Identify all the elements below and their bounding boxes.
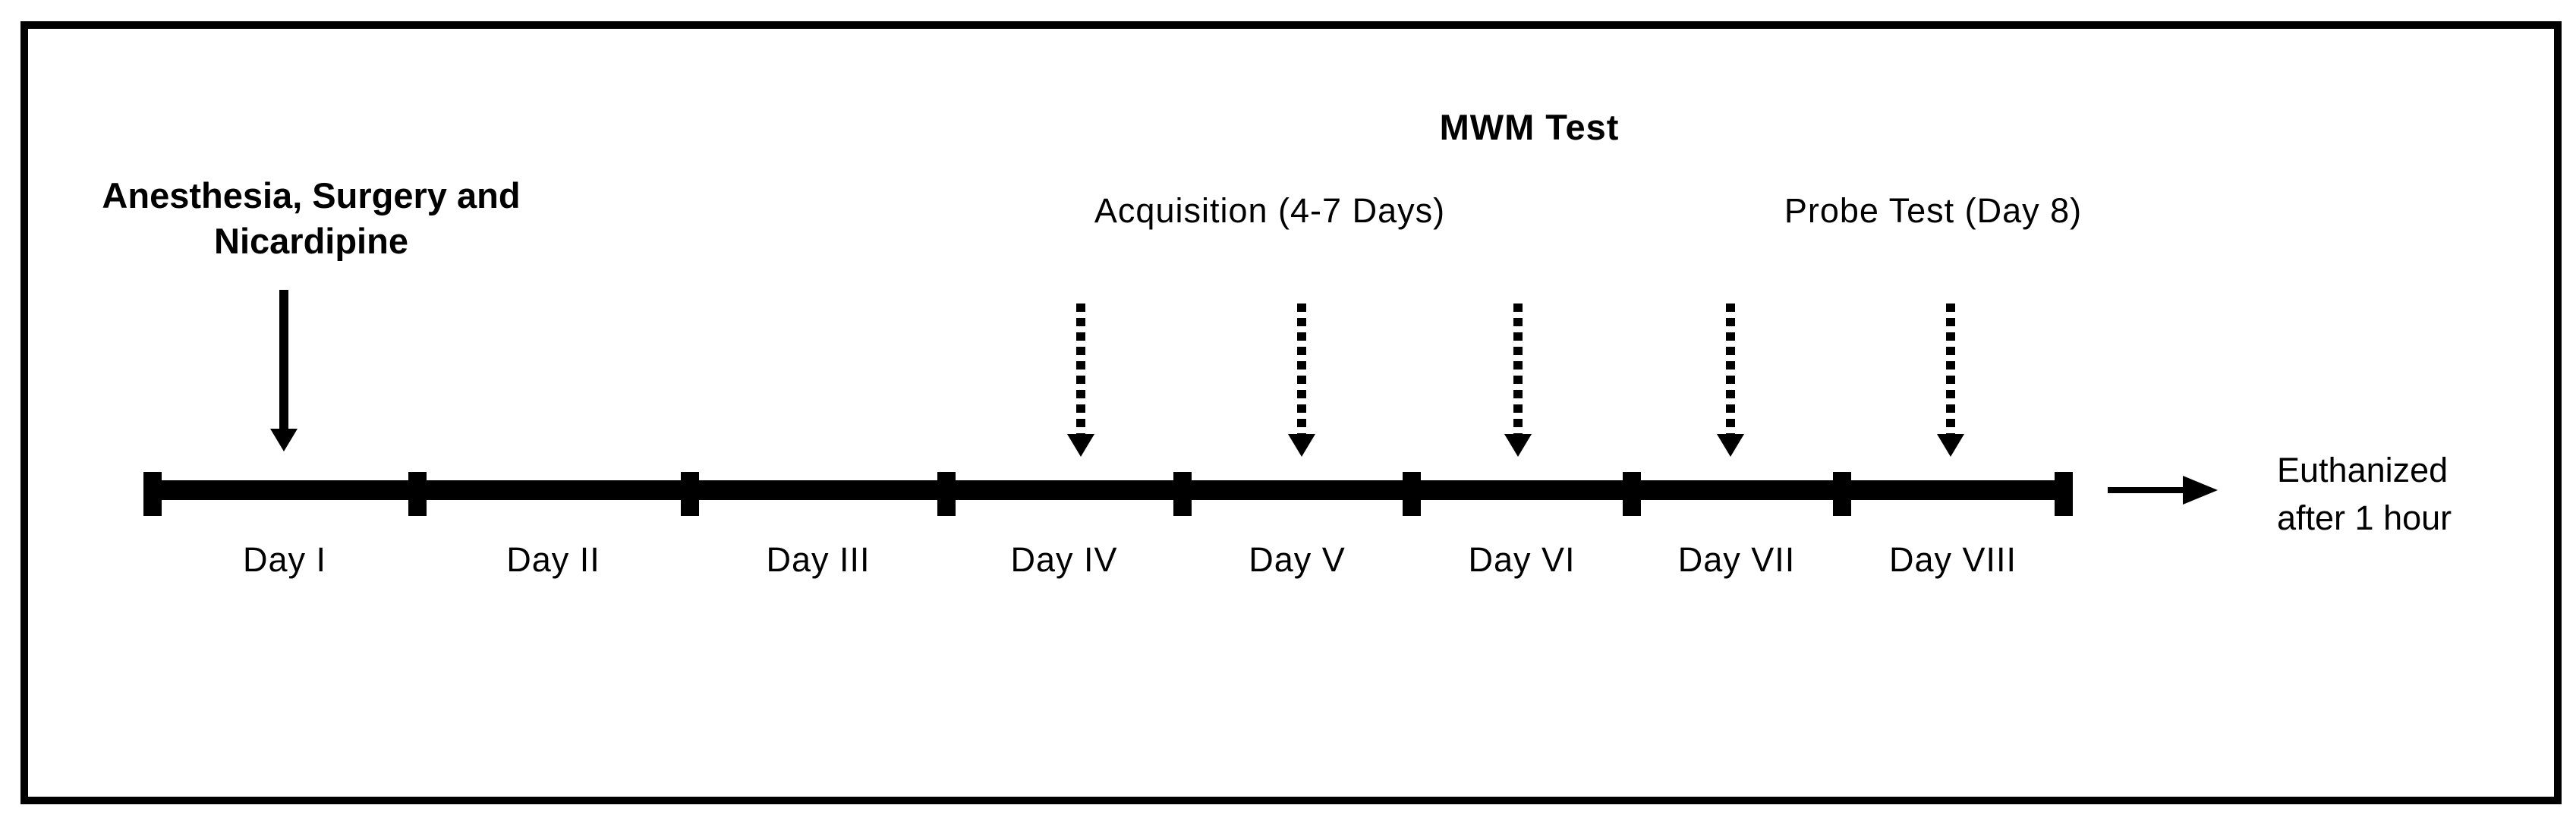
timeline-tick-3 [937, 472, 956, 516]
timeline-tick-2 [681, 472, 699, 516]
timeline-tick-5 [1403, 472, 1421, 516]
dotted-down-arrow-icon-day6 [1504, 303, 1532, 459]
timeline-tick-4 [1173, 472, 1192, 516]
solid-down-arrow-shaft [279, 290, 288, 430]
day-label-8: Day VIII [1888, 540, 2017, 579]
probe-test-label: Probe Test (Day 8) [1784, 191, 2083, 230]
anesthesia-surgery-label: Anesthesia, Surgery and Nicardipine [102, 175, 521, 261]
day-label-2: Day II [506, 540, 600, 579]
dotted-down-arrow-icon-day7 [1717, 303, 1744, 459]
euthanized-label: Euthanized after 1 hour [2277, 446, 2576, 542]
dotted-down-arrow-icon-day8 [1937, 303, 1964, 459]
day-label-1: Day I [242, 540, 327, 579]
timeline-tick-1 [408, 472, 427, 516]
dotted-arrow-dashes [1297, 303, 1306, 434]
dotted-arrow-head [1504, 434, 1532, 457]
day-label-3: Day III [766, 540, 871, 579]
timeline-tick-7 [1833, 472, 1851, 516]
diagram-border-frame [20, 21, 2562, 804]
dotted-arrow-head [1717, 434, 1744, 457]
dotted-arrow-head [1067, 434, 1094, 457]
dotted-arrow-head [1937, 434, 1964, 457]
euthanized-line-1: Euthanized [2277, 451, 2448, 489]
day-label-7: Day VII [1677, 540, 1796, 579]
right-arrow-head [2183, 476, 2218, 505]
day-label-6: Day VI [1468, 540, 1576, 579]
dotted-arrow-dashes [1946, 303, 1955, 434]
dotted-arrow-head [1288, 434, 1315, 457]
solid-down-arrow-head [270, 429, 298, 451]
day-label-5: Day V [1249, 540, 1346, 579]
dotted-down-arrow-icon-day4 [1067, 303, 1094, 459]
euthanized-line-2: after 1 hour [2277, 498, 2452, 537]
right-arrow-shaft [2108, 487, 2187, 493]
timeline-tick-0 [143, 472, 162, 516]
timeline-tick-6 [1623, 472, 1641, 516]
timeline-bar [148, 480, 2068, 500]
day-label-4: Day IV [1010, 540, 1118, 579]
dotted-arrow-dashes [1076, 303, 1085, 434]
dotted-arrow-dashes [1726, 303, 1735, 434]
dotted-down-arrow-icon-day5 [1288, 303, 1315, 459]
acquisition-label: Acquisition (4-7 Days) [1094, 191, 1446, 230]
timeline-tick-8 [2055, 472, 2073, 516]
dotted-arrow-dashes [1513, 303, 1523, 434]
mwm-test-title: MWM Test [1439, 107, 1620, 147]
